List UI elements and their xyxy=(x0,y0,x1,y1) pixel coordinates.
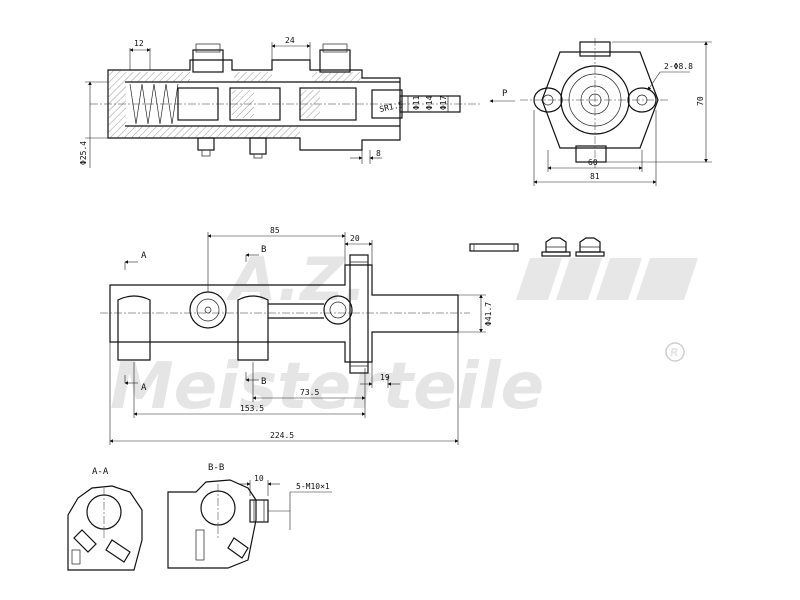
dim-60: 60 xyxy=(588,158,598,167)
watermark-stripes xyxy=(516,258,698,300)
watermark-logo: A.Z. xyxy=(226,245,367,315)
main-side-view: A A B B 85 20 Φ41.7 19 73.5 xyxy=(100,226,493,445)
small-parts xyxy=(469,237,605,257)
section-aa-title: A-A xyxy=(92,467,109,477)
dim-dia-17: Φ17 xyxy=(439,95,448,110)
section-bb: B-B 10 5-M10×1 xyxy=(167,463,332,569)
hole-note: 2-Φ8.8 xyxy=(664,62,693,71)
dim-10: 10 xyxy=(254,474,264,483)
registered-letter: R xyxy=(670,346,678,359)
thread-note: 5-M10×1 xyxy=(296,482,330,491)
dim-8: 8 xyxy=(376,149,381,158)
watermark-brand: Meisterteile xyxy=(110,350,544,424)
dim-70: 70 xyxy=(696,96,705,106)
registered-mark xyxy=(665,342,685,362)
dim-19: 19 xyxy=(380,373,390,382)
watermark: A.Z. Meisterteile R xyxy=(110,245,698,424)
dim-dia-25-4: Φ25.4 xyxy=(79,141,88,165)
dim-153-5: 153.5 xyxy=(240,404,264,413)
section-mark-b-top: B xyxy=(261,245,266,255)
section-mark-a-top: A xyxy=(141,251,147,261)
dim-224-5: 224.5 xyxy=(270,431,294,440)
dim-73-5: 73.5 xyxy=(300,388,319,397)
section-bb-title: B-B xyxy=(208,463,224,473)
pin-part xyxy=(469,243,519,252)
end-view: 2-Φ8.8 60 81 70 xyxy=(520,38,712,186)
dim-12: 12 xyxy=(134,39,144,48)
dim-81: 81 xyxy=(590,172,600,181)
dim-dia-14: Φ14 xyxy=(425,95,434,110)
nut-part-1 xyxy=(545,237,567,253)
dim-dia-41-7: Φ41.7 xyxy=(484,302,493,326)
arrow-p-label: P xyxy=(502,89,508,99)
dim-24: 24 xyxy=(285,36,295,45)
section-mark-a-bottom: A xyxy=(141,383,147,393)
dim-20: 20 xyxy=(350,234,360,243)
section-aa: A-A xyxy=(67,467,143,571)
dim-85: 85 xyxy=(270,226,280,235)
section-mark-b-bottom: B xyxy=(261,377,266,387)
dim-dia-11: Φ11 xyxy=(412,95,421,110)
top-section-view: 12 24 Φ25.4 8 SR1.5 Φ11 Φ14 Φ17 P xyxy=(79,36,515,168)
nut-part-2 xyxy=(579,237,601,253)
